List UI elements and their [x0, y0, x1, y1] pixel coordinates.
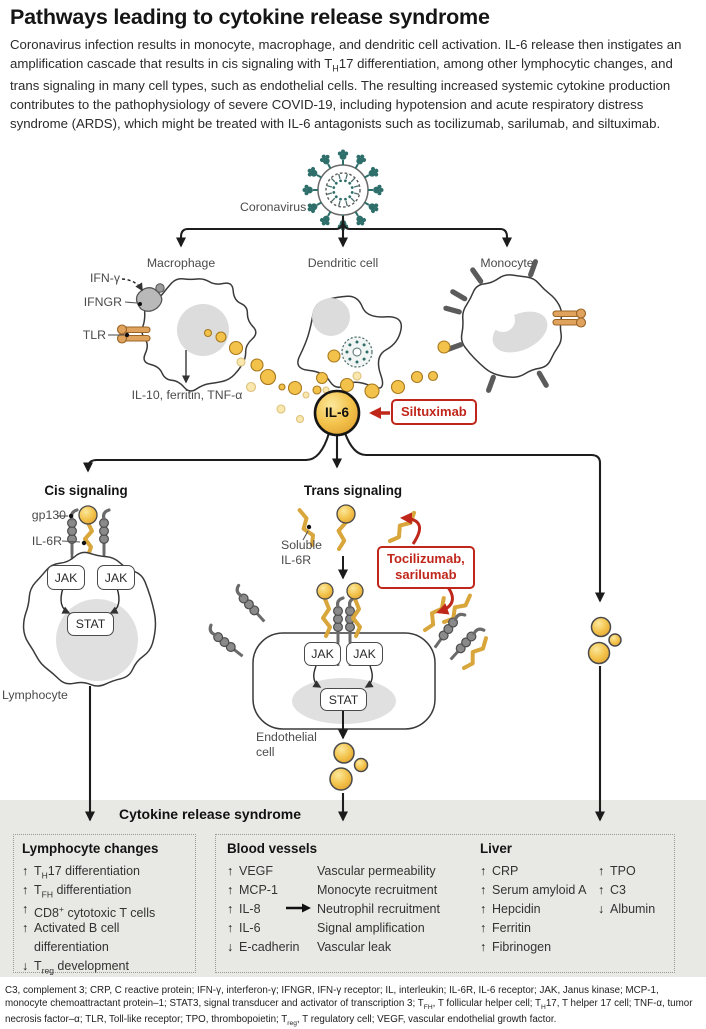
figure-intro: Coronavirus infection results in monocyt…	[10, 37, 682, 131]
virus-branch-arrows	[176, 216, 512, 248]
jak-box: JAK	[47, 565, 85, 590]
tocilizumab-line1: Tocilizumab,	[387, 551, 465, 566]
arrow-right-icon	[286, 903, 311, 913]
list-item: ↑Ferritin	[480, 921, 531, 935]
list-item: ↑Serum amyloid A	[480, 883, 587, 897]
list-item: ↑VEGF	[227, 864, 274, 878]
stat-box: STAT	[67, 612, 114, 636]
tocilizumab-box: Tocilizumab, sarilumab	[377, 546, 475, 589]
stat-box: STAT	[320, 688, 367, 711]
liver-list-right: ↑TPO ↑C3 ↓Albumin	[598, 862, 655, 919]
cis-signaling-heading: Cis signaling	[44, 483, 128, 498]
ifn-gamma-label: IFN-γ	[89, 271, 120, 285]
blood-vessels-mediators: ↑VEGF ↑MCP-1 ↑IL-8 ↑IL-6 ↓E-cadherin	[227, 862, 299, 957]
dendritic-cell	[297, 295, 403, 389]
siltuximab-box: Siltuximab	[391, 399, 477, 426]
list-item: differentiation	[34, 940, 109, 954]
liver-heading: Liver	[480, 841, 513, 856]
secretion-label: IL-10, ferritin, TNF-α	[131, 388, 243, 402]
tlr-receptor-icon	[116, 324, 151, 344]
lymphocyte-label: Lymphocyte	[2, 688, 68, 702]
list-item: Vascular leak	[317, 940, 392, 954]
list-item: Signal amplification	[317, 921, 425, 935]
lymphocyte-changes-heading: Lymphocyte changes	[22, 841, 159, 856]
gp130-label: gp130	[31, 508, 66, 522]
monocyte-label: Monocyte	[480, 256, 534, 270]
list-item: ↓Treg development	[22, 959, 129, 976]
macrophage-cell	[108, 278, 257, 392]
list-item: ↓Albumin	[598, 902, 656, 916]
list-item: ↑IL-8	[227, 902, 261, 916]
il6-branch-arrows	[83, 432, 605, 603]
tocilizumab-arrow-up	[400, 512, 422, 545]
il6-label: IL-6	[324, 405, 349, 420]
footnote: C3, complement 3; CRP, C reactive protei…	[5, 985, 693, 1027]
il6r-label: IL-6R	[31, 534, 62, 548]
dendritic-cell-label: Dendritic cell	[307, 256, 379, 270]
jak-box: JAK	[97, 565, 135, 590]
list-item: ↑CD8+ cytotoxic T cells	[22, 902, 156, 921]
tocilizumab-arrow-down	[436, 585, 454, 615]
lymphocyte-changes-box	[13, 834, 196, 973]
list-item: Neutrophil recruitment	[317, 902, 440, 916]
macrophage-label: Macrophage	[146, 256, 216, 270]
list-item: ↑TFH differentiation	[22, 883, 132, 900]
jak-box: JAK	[346, 642, 383, 666]
list-item: ↓E-cadherin	[227, 940, 300, 954]
blood-vessels-heading: Blood vessels	[227, 841, 318, 856]
figure-title: Pathways leading to cytokine release syn…	[10, 5, 490, 29]
trans-signaling-heading: Trans signaling	[303, 483, 403, 498]
list-item: ↑Fibrinogen	[480, 940, 552, 954]
endothelial-output-dots	[329, 742, 369, 791]
vessels-liver-box	[215, 834, 675, 973]
list-item: ↑C3	[598, 883, 626, 897]
ifngr-receptor-icon	[135, 287, 163, 312]
liver-list-left: ↑CRP ↑Serum amyloid A ↑Hepcidin ↑Ferritin ↑F…	[480, 862, 586, 957]
monocyte-receptor-icon	[552, 308, 587, 328]
list-item: Monocyte recruitment	[317, 883, 438, 897]
jak-box: JAK	[304, 642, 341, 666]
endothelial-cell-label: Endothelial cell	[256, 730, 317, 759]
list-item: ↑CRP	[480, 864, 519, 878]
coronavirus-label: Coronavirus	[240, 200, 307, 214]
list-item: ↑MCP-1	[227, 883, 278, 897]
list-item: ↑Hepcidin	[480, 902, 541, 916]
crs-title: Cytokine release syndrome	[118, 806, 302, 822]
crs-panel	[0, 800, 706, 977]
tlr-label: TLR	[82, 328, 106, 342]
ifn-gamma-arrow	[121, 278, 143, 292]
engulfed-virus-icon	[341, 336, 373, 368]
list-item: ↑Activated B cell	[22, 921, 120, 935]
list-item: ↑TH17 differentiation	[22, 864, 140, 881]
list-item: ↑IL-6	[227, 921, 261, 935]
liver-branch-dots	[587, 616, 622, 665]
soluble-il6r-label: Soluble IL-6R	[281, 538, 323, 567]
lymphocyte-changes-list: ↑TH17 differentiation ↑TFH differentiatio…	[22, 862, 155, 976]
ifngr-label: IFNGR	[83, 295, 122, 309]
list-item: Vascular permeability	[317, 864, 436, 878]
tocilizumab-line2: sarilumab	[395, 567, 457, 583]
monocyte-spikes	[442, 258, 550, 394]
blocked-receptor-cluster	[420, 592, 492, 673]
coronavirus-icon	[301, 148, 385, 232]
list-item: ↑TPO	[598, 864, 636, 878]
monocyte-cell	[442, 258, 587, 394]
